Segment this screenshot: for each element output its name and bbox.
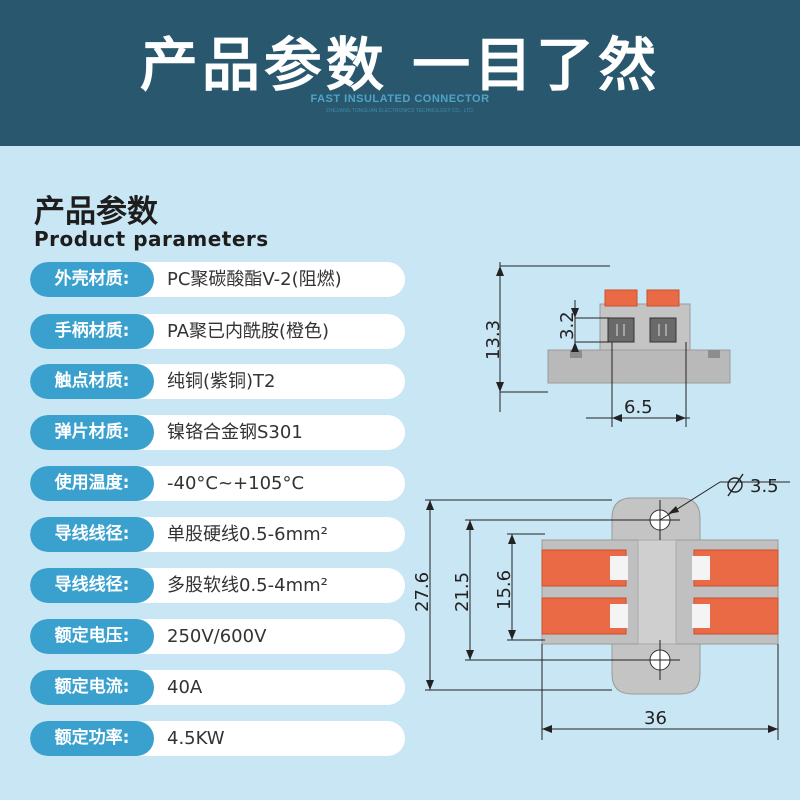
param-row-handle: 手柄材质: PA聚已内酰胺(橙色) (30, 314, 405, 349)
param-label: 弹片材质: (30, 415, 154, 450)
param-row-spring: 弹片材质: 镍铬合金钢S301 (30, 415, 405, 450)
banner-company: ZHEJIANG TONGLIAN ELECTRONICS TECHNOLOGY… (325, 108, 475, 114)
param-row-power: 额定功率: 4.5KW (30, 721, 405, 756)
param-value: 单股硬线0.5-6mm² (167, 524, 328, 545)
dim-hole-spacing: 21.5 (452, 572, 473, 612)
side-view-connector (547, 289, 731, 384)
param-value: 40A (167, 677, 203, 698)
param-row-contact: 触点材质: 纯铜(紫铜)T2 (30, 364, 405, 399)
param-value: 4.5KW (167, 728, 225, 749)
param-label: 外壳材质: (30, 262, 154, 297)
param-label: 额定功率: (30, 721, 154, 756)
param-label: 使用温度: (30, 466, 154, 501)
banner-subtitle: FAST INSULATED CONNECTOR (310, 93, 490, 105)
param-row-temperature: 使用温度: -40°C~+105°C (30, 466, 405, 501)
param-row-wire-stranded: 导线线径: 多股软线0.5-4mm² (30, 568, 405, 603)
dim-side-pitch: 6.5 (624, 397, 653, 418)
dim-total-height: 27.6 (412, 572, 433, 612)
dim-lever-span: 15.6 (494, 570, 515, 610)
param-label: 导线线径: (30, 517, 154, 552)
param-value: PC聚碳酸酯V-2(阻燃) (167, 269, 342, 290)
param-row-wire-solid: 导线线径: 单股硬线0.5-6mm² (30, 517, 405, 552)
dim-side-slot: 3.2 (557, 311, 578, 340)
param-row-voltage: 额定电压: 250V/600V (30, 619, 405, 654)
top-view-connector (541, 497, 779, 695)
section-subtitle: Product parameters (34, 227, 269, 251)
param-label: 额定电流: (30, 670, 154, 705)
dim-side-height: 13.3 (483, 320, 504, 360)
param-value: 镍铬合金钢S301 (167, 422, 303, 443)
param-row-current: 额定电流: 40A (30, 670, 405, 705)
param-value: 多股软线0.5-4mm² (167, 575, 328, 596)
param-value: 250V/600V (167, 626, 267, 647)
param-value: PA聚已内酰胺(橙色) (167, 321, 330, 342)
param-row-shell: 外壳材质: PC聚碳酸酯V-2(阻燃) (30, 262, 405, 297)
param-label: 导线线径: (30, 568, 154, 603)
header-banner: 产品参数 一目了然 FAST INSULATED CONNECTOR ZHEJI… (0, 0, 800, 146)
diameter-symbol-icon (727, 473, 744, 497)
param-label: 触点材质: (30, 364, 154, 399)
section-title: 产品参数 (34, 194, 158, 230)
dim-hole-diameter: 3.5 (750, 476, 779, 497)
param-value: 纯铜(紫铜)T2 (167, 371, 276, 392)
param-value: -40°C~+105°C (167, 473, 305, 494)
param-label: 手柄材质: (30, 314, 154, 349)
dim-width: 36 (644, 708, 667, 729)
banner-title: 产品参数 一目了然 (139, 31, 661, 99)
param-label: 额定电压: (30, 619, 154, 654)
